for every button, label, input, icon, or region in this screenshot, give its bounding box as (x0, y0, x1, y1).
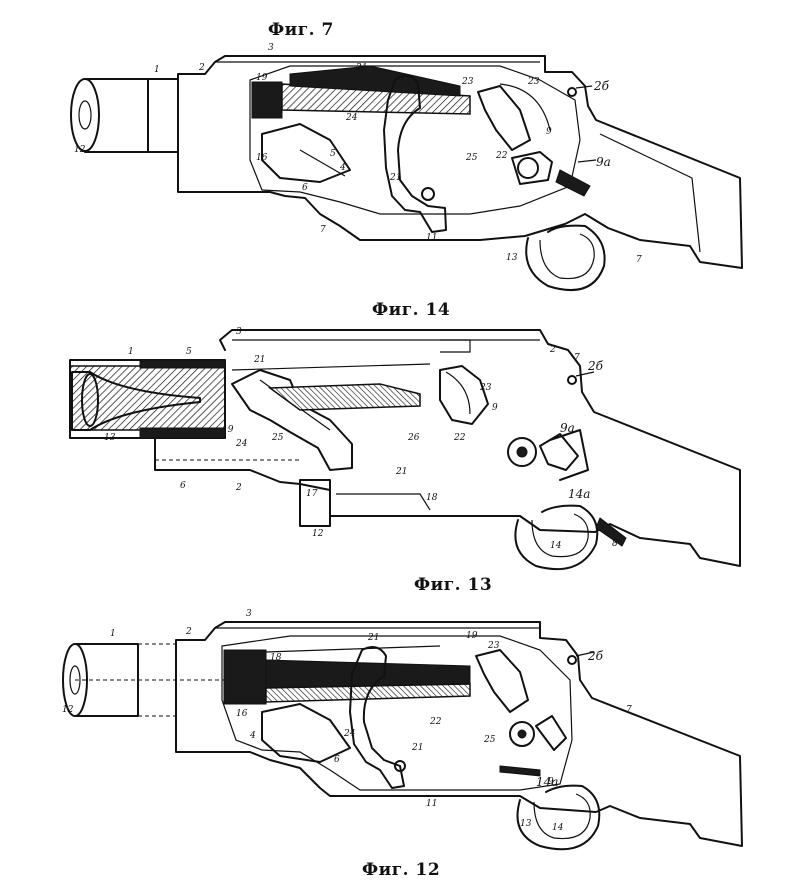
svg-text:9a: 9a (596, 155, 611, 169)
svg-text:2б: 2б (587, 649, 604, 663)
fig7-main-lever (383, 74, 447, 233)
svg-text:7: 7 (636, 255, 642, 265)
fig14-trigger-guard (514, 504, 599, 571)
fig7-trigger-guard (525, 224, 606, 291)
svg-text:22: 22 (429, 717, 442, 727)
svg-text:21: 21 (395, 467, 407, 477)
svg-text:24: 24 (235, 439, 248, 449)
figure-14-drawing: 1 5 3 2 2б 9 9a 7 13 14 14a 8 21 21 23 2… (69, 327, 741, 571)
svg-text:3: 3 (268, 43, 274, 53)
fig14-main-lever (231, 369, 353, 471)
svg-text:23: 23 (461, 77, 474, 87)
svg-text:21: 21 (367, 633, 379, 643)
svg-text:9: 9 (492, 403, 498, 413)
fig7-receiver-outline (177, 55, 743, 269)
svg-text:2: 2 (185, 627, 192, 637)
svg-text:8: 8 (612, 539, 618, 549)
svg-text:12: 12 (62, 705, 74, 715)
svg-text:7: 7 (626, 705, 632, 715)
fig13-gear (509, 721, 535, 747)
svg-text:9: 9 (546, 127, 552, 137)
svg-text:14: 14 (550, 541, 562, 551)
svg-text:25: 25 (483, 735, 496, 745)
svg-text:26: 26 (407, 433, 420, 443)
svg-text:22: 22 (453, 433, 466, 443)
svg-text:21: 21 (355, 63, 367, 73)
fig13-main-lever (349, 646, 405, 789)
figure-13-drawing: 1 2 3 2б 7 9 11 14 14a 18 19 21 21 23 24… (62, 609, 743, 851)
svg-text:18: 18 (426, 493, 438, 503)
svg-text:3: 3 (236, 327, 242, 337)
svg-text:21: 21 (253, 355, 265, 365)
svg-text:19: 19 (222, 425, 234, 435)
svg-text:23: 23 (479, 383, 492, 393)
svg-text:25: 25 (271, 433, 284, 443)
svg-text:22: 22 (495, 151, 508, 161)
svg-text:6: 6 (180, 481, 186, 491)
figure-14-caption: Фиг. 14 (372, 300, 451, 320)
svg-text:16: 16 (256, 153, 268, 163)
svg-text:23: 23 (487, 641, 500, 651)
svg-text:19: 19 (256, 73, 268, 83)
svg-text:6: 6 (302, 183, 308, 193)
svg-text:24: 24 (343, 729, 356, 739)
svg-text:24: 24 (345, 113, 358, 123)
svg-text:19: 19 (466, 631, 478, 641)
svg-text:1: 1 (128, 347, 134, 357)
svg-text:1: 1 (110, 629, 116, 639)
svg-text:3: 3 (246, 609, 252, 619)
svg-text:11: 11 (426, 233, 437, 243)
svg-text:2: 2 (549, 345, 556, 355)
figure-7-drawing: 1 2 3 2б 9a 9 7 13 11 21 21 23 23 24 25 … (70, 43, 743, 291)
svg-text:5: 5 (330, 149, 336, 159)
svg-text:7: 7 (574, 353, 580, 363)
svg-text:6: 6 (334, 755, 340, 765)
svg-text:21: 21 (411, 743, 423, 753)
svg-text:16: 16 (236, 709, 248, 719)
svg-text:2б: 2б (593, 79, 610, 93)
svg-text:23: 23 (527, 77, 540, 87)
fig14-gear (507, 437, 537, 467)
svg-text:25: 25 (465, 153, 478, 163)
svg-text:12: 12 (312, 529, 324, 539)
svg-text:18: 18 (270, 653, 282, 663)
svg-text:21: 21 (389, 173, 401, 183)
svg-text:14a: 14a (536, 775, 558, 789)
svg-text:4: 4 (249, 731, 256, 741)
svg-text:13: 13 (104, 433, 116, 443)
svg-text:9: 9 (548, 777, 554, 787)
svg-text:14: 14 (552, 823, 564, 833)
svg-text:13: 13 (520, 819, 532, 829)
fig13-bolt (223, 649, 267, 705)
fig7-bolt (251, 81, 283, 119)
svg-text:14a: 14a (568, 487, 590, 501)
figure-7-caption: Фиг. 7 (268, 20, 334, 40)
svg-text:11: 11 (426, 799, 437, 809)
svg-text:5: 5 (186, 347, 192, 357)
svg-text:12: 12 (74, 145, 86, 155)
figure-12-caption: Фиг. 12 (362, 860, 441, 880)
svg-text:7: 7 (320, 225, 326, 235)
svg-text:13: 13 (506, 253, 518, 263)
svg-text:2: 2 (235, 483, 242, 493)
fig13-trigger-guard (516, 784, 601, 851)
svg-text:9a: 9a (560, 421, 575, 435)
svg-text:17: 17 (306, 489, 318, 499)
svg-text:2б: 2б (587, 359, 604, 373)
svg-text:2: 2 (198, 63, 205, 73)
fig7-muzzle-face (70, 78, 100, 152)
figure-13-caption: Фиг. 13 (414, 575, 493, 595)
svg-text:4: 4 (339, 163, 346, 173)
svg-text:1: 1 (154, 65, 160, 75)
